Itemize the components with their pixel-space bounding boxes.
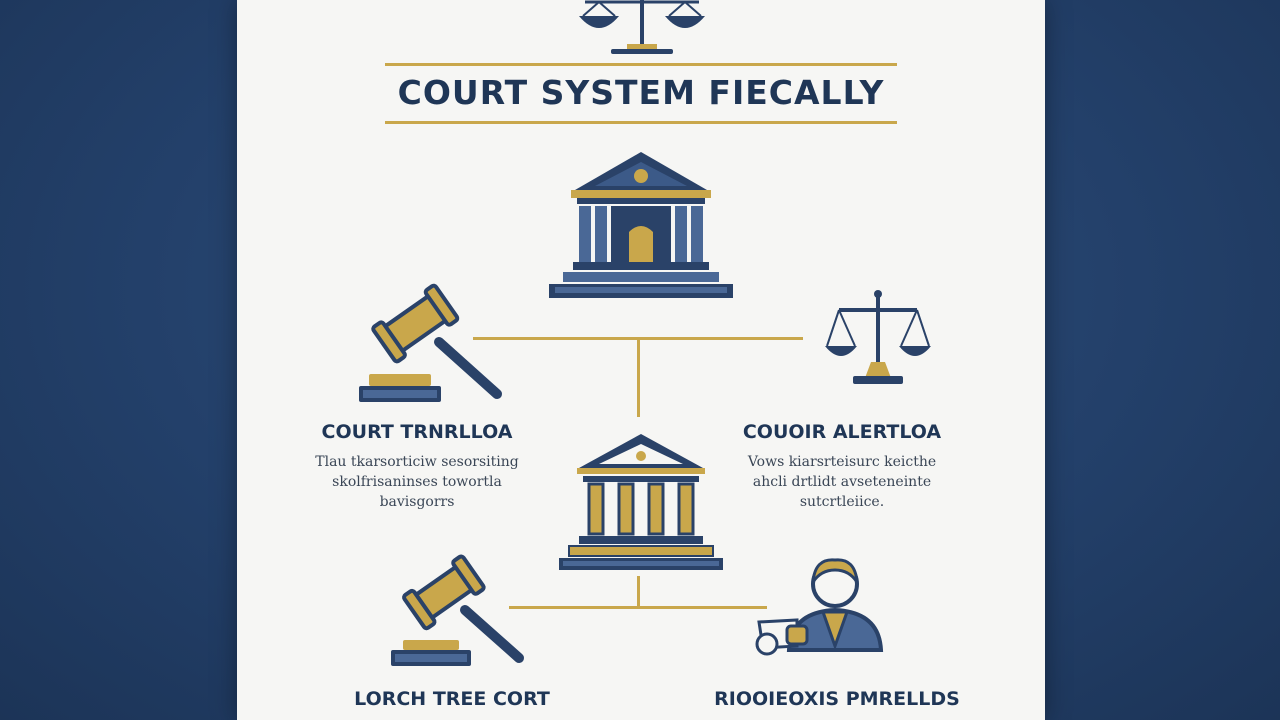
bottom-left-label: LORCH TREE CORT — [354, 688, 550, 710]
right-branch-label: COUOIR ALERTLOA — [742, 421, 942, 443]
left-branch-description: Tlau tkarsorticiw sesorsiting skolfrisan… — [297, 452, 537, 512]
left-branch-label: COURT TRNRLLOA — [321, 421, 513, 443]
description-line: ahcli drtlidt avseteneinte — [752, 474, 932, 490]
scales-icon — [579, 0, 705, 54]
title-rule-top — [385, 63, 897, 66]
connector-vertical-upper — [637, 337, 640, 417]
judge-icon — [755, 558, 884, 656]
description-line: skolfrisaninses towortla — [332, 474, 502, 490]
bottom-right-label: RIOOIEOXIS PMRELLDS — [714, 688, 960, 710]
description-line: Vows kiarsrteisurc keicthe — [747, 454, 937, 470]
connector-vertical-lower — [637, 576, 640, 608]
gavel-icon — [391, 554, 524, 666]
title-rule-bottom — [385, 121, 897, 124]
infographic-panel: COURT SYSTEM FIECALLY — [237, 0, 1045, 720]
description-line: bavisgorrs — [379, 494, 455, 510]
diagram-title: COURT SYSTEM FIECALLY — [397, 73, 885, 112]
right-branch-description: Vows kiarsrteisurc keicthe ahcli drtlidt… — [717, 452, 967, 512]
description-line: Tlau tkarsorticiw sesorsiting — [315, 454, 519, 470]
scales-icon — [825, 290, 931, 384]
courthouse-icon — [549, 152, 733, 298]
courthouse-icon — [559, 434, 723, 570]
gavel-icon — [359, 283, 502, 402]
description-line: sutcrtleiice. — [799, 494, 885, 510]
